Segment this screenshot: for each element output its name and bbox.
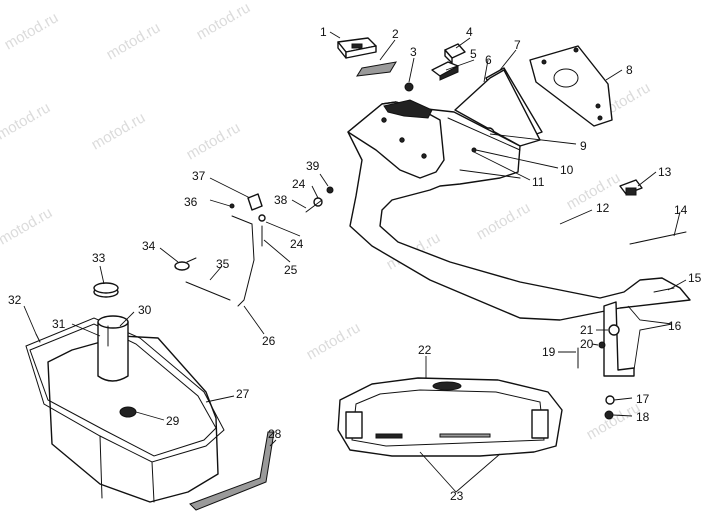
callout-18: 18: [636, 410, 650, 424]
callout-21: 21: [580, 323, 594, 337]
callout-32: 32: [8, 293, 22, 307]
part-14-rod: [629, 231, 687, 245]
part-13-connector: [619, 179, 643, 196]
callout-28: 28: [268, 427, 282, 441]
callout-15: 15: [688, 271, 702, 285]
callout-24b: 24: [290, 237, 304, 251]
callout-36: 36: [184, 195, 198, 209]
callout-27: 27: [236, 387, 250, 401]
callout-12: 12: [596, 201, 610, 215]
callout-26: 26: [262, 334, 276, 348]
part-18-nut: [604, 410, 614, 420]
watermark-text: motod.ru: [584, 399, 644, 443]
callout-17: 17: [636, 392, 650, 406]
part-22-gauge-panel: [337, 377, 563, 457]
part-17-washer: [605, 395, 615, 405]
part-39-washer: [326, 186, 334, 194]
part-36-pin: [229, 203, 235, 209]
callout-31: 31: [52, 317, 66, 331]
watermark-text: motod.ru: [184, 119, 244, 163]
callout-2: 2: [392, 27, 399, 41]
callout-4: 4: [466, 25, 473, 39]
part-11-screw: [471, 147, 477, 153]
callout-3: 3: [410, 45, 417, 59]
callout-16: 16: [668, 319, 682, 333]
callout-5: 5: [470, 47, 477, 61]
callout-23: 23: [450, 489, 464, 503]
leader-lines: [23, 31, 687, 493]
part-28-strip: [189, 431, 275, 511]
callout-25: 25: [284, 263, 298, 277]
part-1-switch: [337, 37, 377, 59]
callout-37: 37: [192, 169, 206, 183]
part-29-cap: [119, 406, 137, 418]
part-35-rod: [185, 281, 231, 301]
callout-33: 33: [92, 251, 106, 265]
part-24-washer-lower: [258, 214, 266, 222]
callout-24: 24: [292, 177, 306, 191]
watermark-text: motod.ru: [194, 0, 254, 43]
part-5-bracket: [431, 61, 459, 81]
callout-30: 30: [138, 303, 152, 317]
part-38-bolt: [305, 199, 323, 213]
callout-20: 20: [580, 337, 594, 351]
part-26-rod: [231, 215, 255, 307]
part-30-filler-neck: [97, 315, 129, 382]
watermark-text: motod.ru: [304, 319, 364, 363]
part-16-bracket: [603, 301, 635, 377]
callout-7: 7: [514, 38, 521, 52]
callout-11: 11: [532, 175, 545, 189]
watermark-text: motod.ru: [0, 204, 55, 248]
part-20-nut: [598, 341, 606, 349]
callout-8: 8: [626, 63, 633, 77]
callout-39: 39: [306, 159, 320, 173]
callout-10: 10: [560, 163, 574, 177]
callout-35: 35: [216, 257, 230, 271]
callout-1: 1: [320, 25, 327, 39]
callout-14: 14: [674, 203, 688, 217]
callout-19: 19: [542, 345, 556, 359]
part-21-washer: [608, 324, 620, 336]
part-37-clip: [247, 193, 263, 211]
callout-29: 29: [166, 414, 180, 428]
watermark-text: motod.ru: [0, 99, 53, 143]
part-32-screw: [35, 333, 41, 343]
part-4-cap: [444, 43, 466, 64]
part-34-eye-bolt: [174, 257, 197, 271]
callout-labels: 1 2 3 4 5 6 7 8 9 10 11 12 13 14 15 16 1…: [8, 25, 702, 503]
watermark-text: motod.ru: [2, 9, 62, 53]
callout-6: 6: [485, 53, 492, 67]
part-33-cap-ring: [93, 282, 119, 298]
callout-34: 34: [142, 239, 156, 253]
watermark-text: motod.ru: [89, 109, 149, 153]
part-8-lid: [529, 45, 613, 127]
callout-9: 9: [580, 139, 587, 153]
part-12-hood: [347, 99, 691, 321]
part-2-decal: [356, 61, 397, 77]
callout-22: 22: [418, 343, 432, 357]
part-3-nut: [404, 82, 414, 92]
callout-13: 13: [658, 165, 672, 179]
watermark-text: motod.ru: [104, 19, 164, 63]
watermark-text: motod.ru: [474, 199, 534, 243]
callout-38: 38: [274, 193, 288, 207]
